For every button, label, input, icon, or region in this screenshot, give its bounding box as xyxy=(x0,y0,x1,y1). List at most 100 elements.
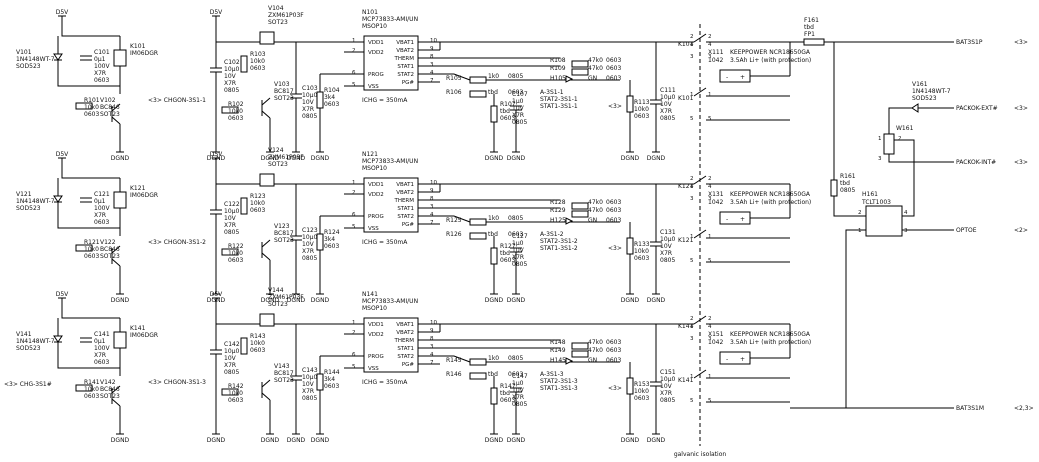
c107-label: C127 xyxy=(512,233,528,240)
status-led-package: 0603 xyxy=(606,75,621,82)
relay-cap-label: 0µ1 xyxy=(94,198,106,205)
vdd-cap-label: 0805 xyxy=(302,113,317,120)
ntc-symbol xyxy=(626,95,634,113)
gate-transistor-symbol-collector xyxy=(261,239,271,248)
relay-coil-symbol xyxy=(113,49,127,67)
fuse-symbol xyxy=(803,38,825,46)
charge-enable-net: <3> CHGON-3S1-3 xyxy=(148,379,206,386)
r107-gnd-label: DGND xyxy=(485,297,504,304)
fuse-label: F161 xyxy=(804,17,819,24)
pfet-symbol xyxy=(259,31,275,45)
ic-pin-name: VBAT2 xyxy=(396,48,414,54)
wire xyxy=(833,196,866,217)
ic-pin-number: 5 xyxy=(352,364,356,370)
pfet-label: SOT23 xyxy=(268,19,288,26)
stat-resistor-ref: R106 xyxy=(446,89,462,96)
packok-diode-label: 1N4148WT-7 xyxy=(912,88,951,95)
status-led-symbol xyxy=(565,75,574,83)
battery-part-number: KEEPPOWER NCR18650GA xyxy=(730,191,811,198)
ic-pin-name: VBAT2 xyxy=(396,190,414,196)
input-cap-label: C122 xyxy=(224,201,240,208)
r161-label: 0805 xyxy=(840,187,855,194)
optocoupler-body xyxy=(865,205,903,237)
c107-label: 0805 xyxy=(512,261,527,268)
base-resistor-label: R121 xyxy=(84,239,100,246)
ntc-gnd-label: DGND xyxy=(621,155,640,162)
c107-label: 0805 xyxy=(512,119,527,126)
status-resistor-b-value: 47k0 xyxy=(588,347,603,354)
drive-resistor-label: R142 xyxy=(228,383,244,390)
relay-cap-label: C121 xyxy=(94,191,110,198)
status-net-label: A-3S1-2 xyxy=(540,231,564,238)
prog-resistor-label: 3k4 xyxy=(324,94,335,101)
ic-pin-name: PG# xyxy=(402,362,415,368)
wire xyxy=(57,342,120,369)
relay-pin-number: 3 xyxy=(708,196,712,202)
d5v-relay-label: D5V xyxy=(56,151,69,158)
switch-pin-number: 2 xyxy=(898,136,902,142)
relay-pin-number: 4 xyxy=(690,184,694,190)
relay-cap-label: X7R xyxy=(94,70,106,77)
vdd-cap-label: 10µ0 xyxy=(302,92,317,99)
battery-cap-label: 0805 xyxy=(660,397,675,404)
c107-label: 1µ0 xyxy=(512,240,524,247)
base-resistor-label: 10k0 xyxy=(84,246,99,253)
wire xyxy=(888,154,954,163)
relay-transistor-symbol-collector xyxy=(111,385,121,394)
status-resistor-b-package: 0603 xyxy=(606,65,621,72)
vdd-cap-label: 0805 xyxy=(302,395,317,402)
r107-label: R127 xyxy=(500,243,516,250)
relay-pin-number: 5 xyxy=(708,116,712,122)
ntc-gnd-label: DGND xyxy=(621,437,640,444)
stat-resistor-ref: R126 xyxy=(446,231,462,238)
status-led-package: 0603 xyxy=(606,357,621,364)
gate-resistor-symbol xyxy=(240,55,248,73)
relay-transistor-label: BC846 xyxy=(100,386,120,393)
packok-ext-net: PACKOK-EXT# xyxy=(956,105,998,112)
relay-pin-number: 2 xyxy=(690,316,694,322)
ic-pin-name: STAT1 xyxy=(397,206,414,212)
status-net-label: A-3S1-1 xyxy=(540,89,564,96)
relay-pin-number: 4 xyxy=(690,42,694,48)
diode-label: 1N4148WT-7 xyxy=(16,56,55,63)
relay-pin-number: 2 xyxy=(708,34,712,40)
status-resistor-a-package: 0603 xyxy=(606,339,621,346)
diode-symbol xyxy=(53,195,63,203)
d5v-relay-label: D5V xyxy=(56,291,69,298)
gate-resistor-label: 10k0 xyxy=(250,200,265,207)
battery-part-number: KEEPPOWER NCR18650GA xyxy=(730,331,811,338)
battery-minus-sign: - xyxy=(726,74,728,81)
status-resistor-b-ref: R149 xyxy=(550,347,566,354)
relay-coil-symbol xyxy=(113,331,127,349)
stat-resistor-package: 0603 xyxy=(508,89,523,96)
optoe-port: <2> xyxy=(1014,227,1028,234)
relay-cap-label: 0603 xyxy=(94,219,109,226)
ic-pin-number: 1 xyxy=(352,38,356,44)
ic-pin-number: 3 xyxy=(430,62,434,68)
relay-contact-symbol xyxy=(693,87,707,97)
diode-label: 1N4148WT-7 xyxy=(16,338,55,345)
ntc-symbol xyxy=(626,237,634,255)
ic-pin-name: VSS xyxy=(368,84,379,90)
ic-pin-number: 9 xyxy=(430,328,434,334)
ic-pin-name: THERM xyxy=(393,338,414,344)
battery-cap-label: 0805 xyxy=(660,115,675,122)
status-resistor-b-package: 0603 xyxy=(606,347,621,354)
c107-label: 0805 xyxy=(512,401,527,408)
switch-pin-number: 3 xyxy=(878,156,882,162)
base-resistor-label: 0603 xyxy=(84,111,99,118)
status-resistor-a-value: 47k0 xyxy=(588,339,603,346)
status-resistor-a-ref: R108 xyxy=(550,57,566,64)
gate-resistor-label: 10k0 xyxy=(250,340,265,347)
battery-cell-symbol xyxy=(719,351,751,365)
c107-gnd-label: DGND xyxy=(507,437,526,444)
relay-pin-number: 5 xyxy=(690,258,694,264)
charge-current-label: ICHG = 350mA xyxy=(362,239,408,246)
vdd-cap-label: C123 xyxy=(302,227,318,234)
input-cap-label: 10µ0 xyxy=(224,66,239,73)
ntc-label: R133 xyxy=(634,241,650,248)
relay-transistor-symbol-collector xyxy=(111,103,121,112)
battery-plus-port: <3> xyxy=(1014,39,1028,46)
gate-resistor-label: 0603 xyxy=(250,347,265,354)
relay-contact-label: K101 xyxy=(678,41,694,48)
